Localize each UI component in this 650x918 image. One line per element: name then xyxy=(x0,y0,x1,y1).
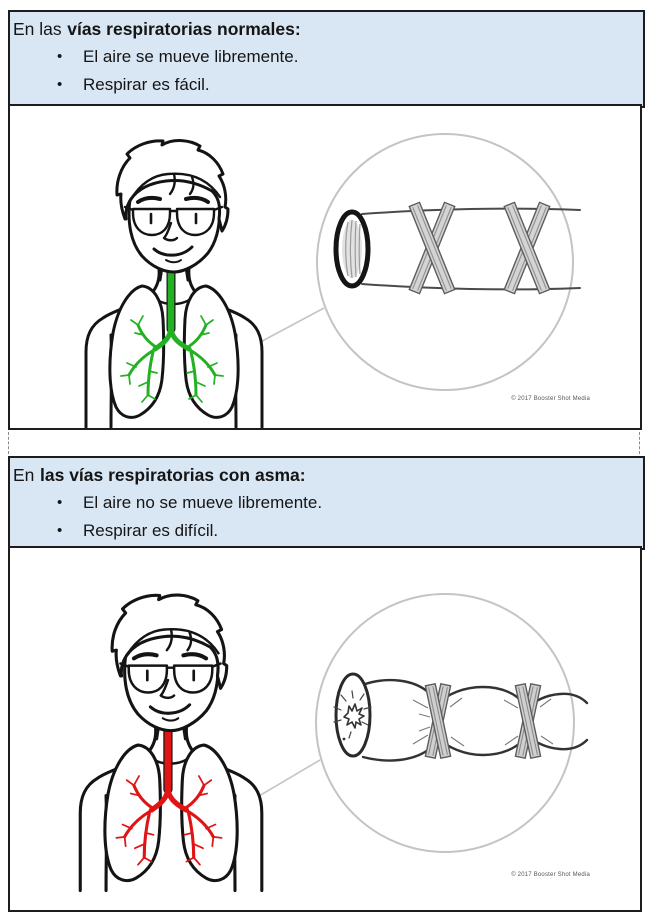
muscle-band-x xyxy=(408,201,456,295)
asthma-airway-illustration xyxy=(10,593,589,910)
panel-asthma-bullet-list: • El aire no se mueve libremente. • Respir… xyxy=(13,489,643,545)
title-bold: vías respiratorias normales: xyxy=(67,19,301,39)
title-regular: En las xyxy=(13,19,62,39)
tube-narrowed-end xyxy=(333,672,372,758)
magnifier-asthma xyxy=(315,593,589,853)
person-asthma-figure xyxy=(80,595,262,890)
bullet-item: • Respirar es fácil. xyxy=(13,71,643,99)
constricted-airway-tube xyxy=(333,672,589,762)
panel-normal-bullet-list: • El aire se mueve libremente. • Respirar … xyxy=(13,43,643,99)
cut-mark-right xyxy=(639,432,640,454)
title-regular: En xyxy=(13,465,35,485)
bullet-dot: • xyxy=(57,494,63,511)
bullet-item: • El aire se mueve libremente. xyxy=(13,43,643,71)
title-bold: las vías respiratorias con asma: xyxy=(40,465,306,485)
bullet-dot: • xyxy=(57,48,63,65)
bullet-dot: • xyxy=(57,522,63,539)
bullet-item: • El aire no se mueve libremente. xyxy=(13,489,643,517)
muscle-band-x xyxy=(503,201,551,295)
tube-open-end xyxy=(333,209,371,289)
magnifier-normal xyxy=(316,133,581,391)
bullet-text: Respirar es difícil. xyxy=(83,521,219,540)
panel-asthma-figure: © 2017 Booster Shot Media xyxy=(8,546,642,912)
open-airway-tube xyxy=(333,201,581,295)
bullet-item: • Respirar es difícil. xyxy=(13,517,643,545)
panel-normal-figure: © 2017 Booster Shot Media xyxy=(8,104,642,430)
bullet-text: El aire se mueve libremente. xyxy=(83,47,299,66)
normal-airway-illustration xyxy=(10,133,581,428)
bullet-text: Respirar es fácil. xyxy=(83,75,210,94)
muscle-band-x-tight xyxy=(514,682,542,760)
cut-mark-left xyxy=(8,432,9,454)
bullet-dot: • xyxy=(57,76,63,93)
person-normal-figure xyxy=(86,141,262,427)
copyright-text: © 2017 Booster Shot Media xyxy=(511,396,590,402)
muscle-band-x-tight xyxy=(424,682,452,760)
copyright-text: © 2017 Booster Shot Media xyxy=(511,872,590,878)
bullet-text: El aire no se mueve libremente. xyxy=(83,493,323,512)
